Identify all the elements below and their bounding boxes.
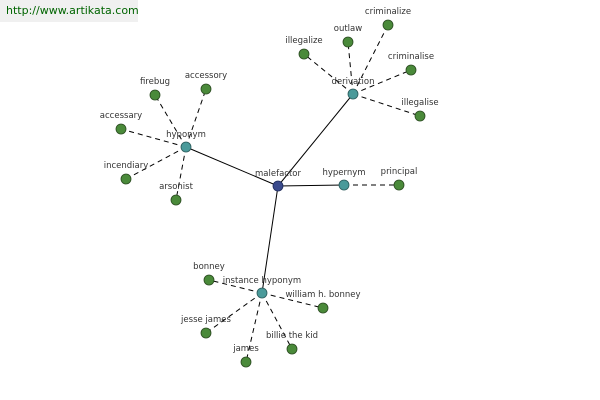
term-node[interactable] (317, 302, 329, 314)
term-node[interactable] (342, 36, 354, 48)
term-label: william h. bonney (285, 290, 360, 300)
term-label: principal (381, 167, 418, 177)
relation-label-hyponym: hyponym (166, 130, 206, 140)
edge-instance-hyponym-term (208, 279, 263, 294)
term-node[interactable] (120, 173, 132, 185)
relation-label-instance-hyponym: instance hyponym (223, 276, 301, 286)
edge-center-hypernym (277, 184, 345, 187)
edge-layer (120, 24, 421, 363)
term-node[interactable] (393, 179, 405, 191)
edge-hyponym-term (120, 128, 187, 148)
term-label: outlaw (334, 24, 362, 34)
term-node[interactable] (405, 64, 417, 76)
url-banner[interactable]: http://www.artikata.com (0, 0, 139, 22)
term-node[interactable] (240, 356, 252, 368)
term-node[interactable] (170, 194, 182, 206)
node-layer (115, 19, 426, 368)
relation-node-hypernym[interactable] (338, 179, 350, 191)
term-label: billie the kid (266, 331, 318, 341)
term-node[interactable] (286, 343, 298, 355)
term-label: incendiary (104, 161, 149, 171)
edge-derivation-term (352, 69, 412, 95)
edge-hyponym-term (175, 146, 187, 201)
term-node[interactable] (200, 327, 212, 339)
term-label: accessory (185, 71, 227, 81)
term-label: firebug (140, 77, 170, 87)
relation-node-derivation[interactable] (347, 88, 359, 100)
term-label: criminalize (365, 7, 411, 17)
term-node[interactable] (382, 19, 394, 31)
center-node[interactable] (272, 180, 284, 192)
term-label: illegalise (401, 98, 438, 108)
term-label: james (232, 344, 259, 354)
edge-instance-hyponym-term (205, 292, 263, 334)
term-label: criminalise (388, 52, 434, 62)
edge-center-hyponym (185, 146, 279, 187)
edge-derivation-term (303, 53, 354, 95)
term-node[interactable] (203, 274, 215, 286)
term-node[interactable] (149, 89, 161, 101)
term-label: accessary (100, 111, 142, 121)
term-node[interactable] (115, 123, 127, 135)
edge-hyponym-term (185, 88, 207, 148)
term-node[interactable] (414, 110, 426, 122)
edge-derivation-term (352, 24, 389, 95)
edge-instance-hyponym-term (245, 292, 263, 363)
relation-label-derivation: derivation (331, 77, 374, 87)
relation-node-instance-hyponym[interactable] (256, 287, 268, 299)
term-label: illegalize (285, 36, 322, 46)
edge-center-instance-hyponym (261, 185, 279, 294)
relation-label-hypernym: hypernym (322, 168, 365, 178)
edge-instance-hyponym-term (261, 292, 324, 309)
term-node[interactable] (298, 48, 310, 60)
relation-node-hyponym[interactable] (180, 141, 192, 153)
term-label: jesse james (180, 315, 231, 325)
edge-center-derivation (277, 93, 354, 187)
edge-instance-hyponym-term (261, 292, 293, 350)
edge-hyponym-term (154, 94, 187, 148)
term-label: arsonist (159, 182, 194, 192)
center-label: malefactor (255, 169, 301, 179)
edge-hyponym-term (125, 146, 187, 180)
edge-derivation-term (352, 93, 421, 117)
term-node[interactable] (200, 83, 212, 95)
term-label: bonney (193, 262, 225, 272)
